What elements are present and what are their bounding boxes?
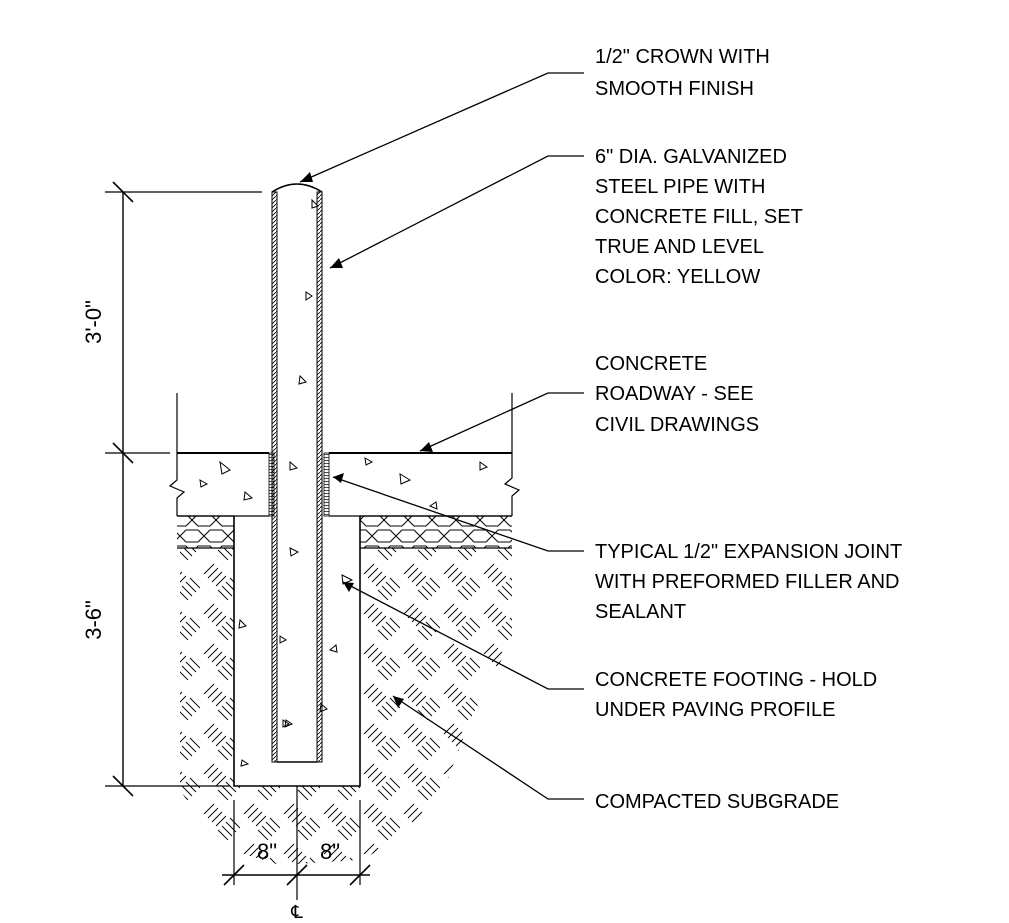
- dimension-right-width: 8": [320, 839, 340, 864]
- callout-roadway: CONCRETE ROADWAY - SEE CIVIL DRAWINGS: [595, 353, 759, 436]
- dimension-above-grade: 3'-0": [81, 300, 106, 344]
- callout-joint: TYPICAL 1/2" EXPANSION JOINT WITH PREFOR…: [595, 541, 902, 623]
- callout-roadway-line-2: ROADWAY - SEE: [595, 383, 754, 405]
- leader-arrowheads: [300, 172, 433, 708]
- dimension-below-grade: 3-6": [81, 600, 106, 640]
- callout-footing-line-1: CONCRETE FOOTING - HOLD: [595, 669, 877, 691]
- callout-pipe-line-3: CONCRETE FILL, SET: [595, 206, 803, 228]
- callout-roadway-line-1: CONCRETE: [595, 353, 707, 375]
- gravel-base: [177, 515, 512, 549]
- leader-lines: [299, 72, 584, 800]
- callout-subgrade: COMPACTED SUBGRADE: [595, 791, 839, 813]
- centerline-symbol: ℄: [290, 902, 303, 922]
- callout-joint-line-2: WITH PREFORMED FILLER AND: [595, 571, 899, 593]
- callout-joint-line-1: TYPICAL 1/2" EXPANSION JOINT: [595, 541, 902, 563]
- vertical-dimension: [105, 181, 262, 797]
- callout-pipe-line-5: COLOR: YELLOW: [595, 266, 760, 288]
- concrete-roadway-slab: [168, 393, 521, 517]
- callout-roadway-line-3: CIVIL DRAWINGS: [595, 414, 759, 436]
- callout-crown-line-2: SMOOTH FINISH: [595, 78, 754, 100]
- horizontal-dimension: [222, 786, 371, 900]
- callout-footing: CONCRETE FOOTING - HOLD UNDER PAVING PRO…: [595, 669, 877, 721]
- callout-pipe-line-1: 6" DIA. GALVANIZED: [595, 146, 787, 168]
- callout-footing-line-2: UNDER PAVING PROFILE: [595, 699, 835, 721]
- dimension-left-width: 8": [257, 839, 277, 864]
- callout-pipe-line-4: TRUE AND LEVEL: [595, 236, 764, 258]
- callout-pipe-line-2: STEEL PIPE WITH: [595, 176, 765, 198]
- callout-crown-line-1: 1/2" CROWN WITH: [595, 46, 770, 68]
- callout-crown: 1/2" CROWN WITH SMOOTH FINISH: [595, 46, 770, 100]
- callout-pipe: 6" DIA. GALVANIZED STEEL PIPE WITH CONCR…: [595, 146, 803, 288]
- concrete-footing: [233, 516, 361, 787]
- callout-subgrade-line-1: COMPACTED SUBGRADE: [595, 791, 839, 813]
- callout-joint-line-3: SEALANT: [595, 601, 686, 623]
- subgrade-hatch: [180, 548, 512, 865]
- steel-pipe-bollard: [271, 183, 328, 763]
